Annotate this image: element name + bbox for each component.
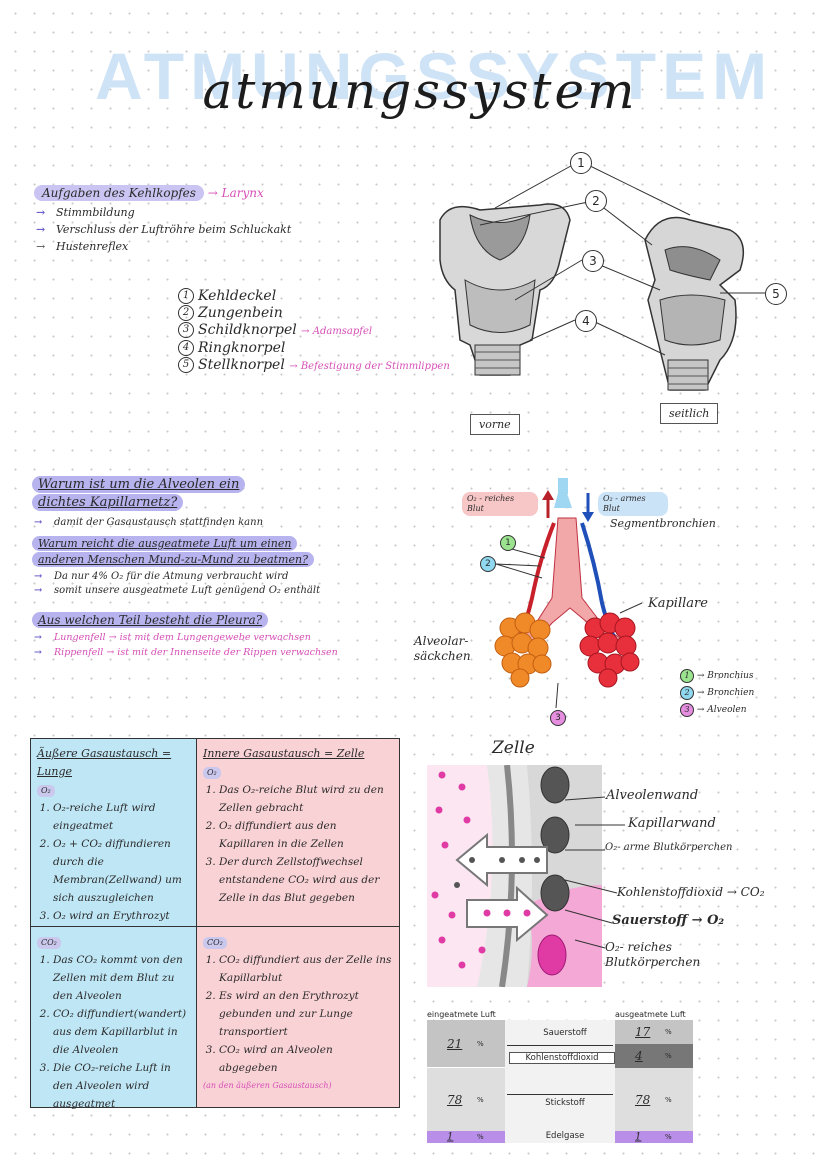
- question-heading: Aus welchen Teil besteht die Pleura?: [32, 612, 269, 628]
- inhaled-column: 21% 78% 1%: [427, 1020, 505, 1143]
- question-heading: anderen Menschen Mund-zu-Mund zu beatmen…: [32, 552, 314, 567]
- callout-5: 5: [765, 283, 787, 305]
- gas-exchange-table: Äußere Gasaustausch = Lunge O₂ O₂-reiche…: [30, 738, 400, 1110]
- view-front-label: vorne: [470, 414, 520, 435]
- list-item: CO₂ wird an Alveolen abgegeben: [219, 1041, 393, 1077]
- inner-note: (an den äußeren Gasaustausch): [203, 1081, 332, 1090]
- callout-2: 2: [585, 190, 607, 212]
- alveolenwand-label: Alveolenwand: [606, 788, 699, 803]
- co2-label: Kohlenstoffdioxid → CO₂: [617, 885, 765, 899]
- seg-n2-in: 78%: [427, 1068, 505, 1131]
- question-heading: Warum reicht die ausgeatmete Luft um ein…: [32, 536, 298, 551]
- question-heading: dichtes Kapillarnetz?: [32, 494, 184, 511]
- legend-item: 1 → Bronchius: [680, 668, 754, 685]
- o2-rich-label: O₂ - reiches Blut: [462, 492, 538, 516]
- alveoli-callout-2: 2: [480, 556, 496, 572]
- label-co2: Kohlenstoffdioxid: [509, 1052, 615, 1064]
- callout-1: 1: [570, 152, 592, 174]
- header-exhaled: ausgeatmete Luft: [615, 1010, 686, 1019]
- seg-edelgase-out: 1%: [615, 1131, 693, 1143]
- list-item: Stimmbildung: [34, 204, 291, 221]
- o2-arm-label: O₂- arme Blutkörperchen: [605, 842, 733, 853]
- zelle-label: Zelle: [492, 738, 535, 758]
- kehlkopf-heading: Aufgaben des Kehlkopfes: [34, 185, 204, 201]
- list-item: Verschluss der Luftröhre beim Schluckakt: [34, 221, 291, 238]
- list-item: Das CO₂ kommt von den Zellen mit dem Blu…: [53, 951, 190, 1005]
- callout-4: 4: [575, 310, 597, 332]
- label-edelgase: Edelgase: [545, 1131, 585, 1141]
- callout-3: 3: [582, 250, 604, 272]
- list-item: CO₂ diffundiert aus der Zelle ins Kapill…: [219, 951, 393, 987]
- o2-poor-label: O₂ - armes Blut: [598, 492, 668, 516]
- seg-o2-in: 21%: [427, 1020, 505, 1068]
- exhaled-column: 17% 4% 78% 1%: [615, 1020, 693, 1143]
- question-block-3: Aus welchen Teil besteht die Pleura? Lun…: [32, 612, 372, 660]
- kapillarwand-label: Kapillarwand: [628, 816, 716, 831]
- arrow-sauerstoff: [507, 1045, 613, 1046]
- list-item: O₂-reiche Luft wird eingeatmet: [53, 799, 190, 835]
- page-title: atmungssystem: [202, 62, 638, 120]
- alveoli-callout-3: 3: [550, 710, 566, 726]
- inner-heading: Innere Gasaustausch = Zelle: [203, 747, 365, 760]
- label-sauerstoff: Sauerstoff: [543, 1028, 587, 1038]
- question-block-2: Warum reicht die ausgeatmete Luft um ein…: [32, 536, 362, 598]
- label-stickstoff: Stickstoff: [545, 1098, 585, 1108]
- alveoli-illustration: [494, 478, 643, 709]
- kehlkopf-section: Aufgaben des Kehlkopfes → Larynx Stimmbi…: [34, 185, 291, 255]
- question-block-1: Warum ist um die Alveolen ein dichtes Ka…: [32, 476, 362, 531]
- answer-item: Rippenfell → ist mit der Innenseite der …: [32, 645, 372, 660]
- alveoli-callout-1: 1: [500, 535, 516, 551]
- answer-item: somit unsere ausgeatmete Luft genügend O…: [32, 584, 362, 598]
- larynx-illustration: [439, 161, 765, 391]
- list-item: Hustenreflex: [34, 238, 291, 255]
- answer-item: Lungenfell → ist mit dem Lungengewebe ve…: [32, 630, 372, 645]
- larynx-side-view: [644, 216, 745, 391]
- outer-heading: Äußere Gasaustausch = Lunge: [37, 747, 172, 778]
- inner-co2-cell: CO₂ CO₂ diffundiert aus der Zelle ins Ka…: [197, 927, 399, 1107]
- outer-o2-cell: Äußere Gasaustausch = Lunge O₂ O₂-reiche…: [31, 739, 197, 994]
- o2-reich-label: O₂- reiches Blutkörperchen: [605, 940, 701, 969]
- question-heading: Warum ist um die Alveolen ein: [32, 476, 246, 493]
- list-item: O₂ + CO₂ diffundieren durch die Membran(…: [53, 835, 190, 907]
- air-composition-chart: eingeatmete Luft ausgeatmete Luft 21% 78…: [427, 1010, 693, 1143]
- chart-middle: [505, 1020, 615, 1143]
- answer-item: Da nur 4% O₂ für die Atmung verbraucht w…: [32, 570, 362, 584]
- larynx-note: → Larynx: [207, 186, 264, 200]
- seg-n2-out: 78%: [615, 1068, 693, 1131]
- o2-label: Sauerstoff → O₂: [612, 913, 725, 928]
- sac-label: Alveolar-säckchen: [414, 634, 471, 663]
- legend-item: 3 → Alveolen: [680, 702, 754, 719]
- legend-item: 2 → Bronchien: [680, 685, 754, 702]
- arrow-stickstoff: [507, 1094, 613, 1095]
- seg-o2-out: 17%: [615, 1020, 693, 1044]
- seg-edelgase-in: 1%: [427, 1131, 505, 1143]
- list-item: O₂ diffundiert aus den Kapillaren in die…: [219, 817, 393, 853]
- cell-leader-lines: [564, 796, 625, 949]
- larynx-front-view: [439, 203, 571, 376]
- inner-o2-cell: Innere Gasaustausch = Zelle O₂ Das O₂-re…: [197, 739, 399, 927]
- kehlkopf-tasks: Stimmbildung Verschluss der Luftröhre be…: [34, 204, 291, 255]
- segment-label: Segmentbronchien: [610, 517, 716, 530]
- list-item: CO₂ diffundiert(wandert) aus dem Kapilla…: [53, 1005, 190, 1059]
- list-item: Der durch Zellstoffwechsel entstandene C…: [219, 853, 393, 907]
- title-background: ATMUNGSSYSTEM: [95, 39, 774, 113]
- list-item: Die CO₂-reiche Luft in den Alveolen wird…: [53, 1059, 190, 1113]
- alveoli-legend: 1 → Bronchius 2 → Bronchien 3 → Alveolen: [680, 668, 754, 719]
- capillary-label: Kapillare: [648, 596, 708, 611]
- view-side-label: seitlich: [660, 403, 719, 424]
- cell-exchange-illustration: [427, 765, 602, 987]
- outer-co2-cell: CO₂ Das CO₂ kommt von den Zellen mit dem…: [31, 927, 197, 1110]
- header-inhaled: eingeatmete Luft: [427, 1010, 496, 1019]
- list-item: Das O₂-reiche Blut wird zu den Zellen ge…: [219, 781, 393, 817]
- answer-item: damit der Gasaustausch stattfinden kann: [32, 514, 362, 531]
- list-item: Es wird an den Erythrozyt gebunden und z…: [219, 987, 393, 1041]
- seg-co2-out: 4%: [615, 1044, 693, 1068]
